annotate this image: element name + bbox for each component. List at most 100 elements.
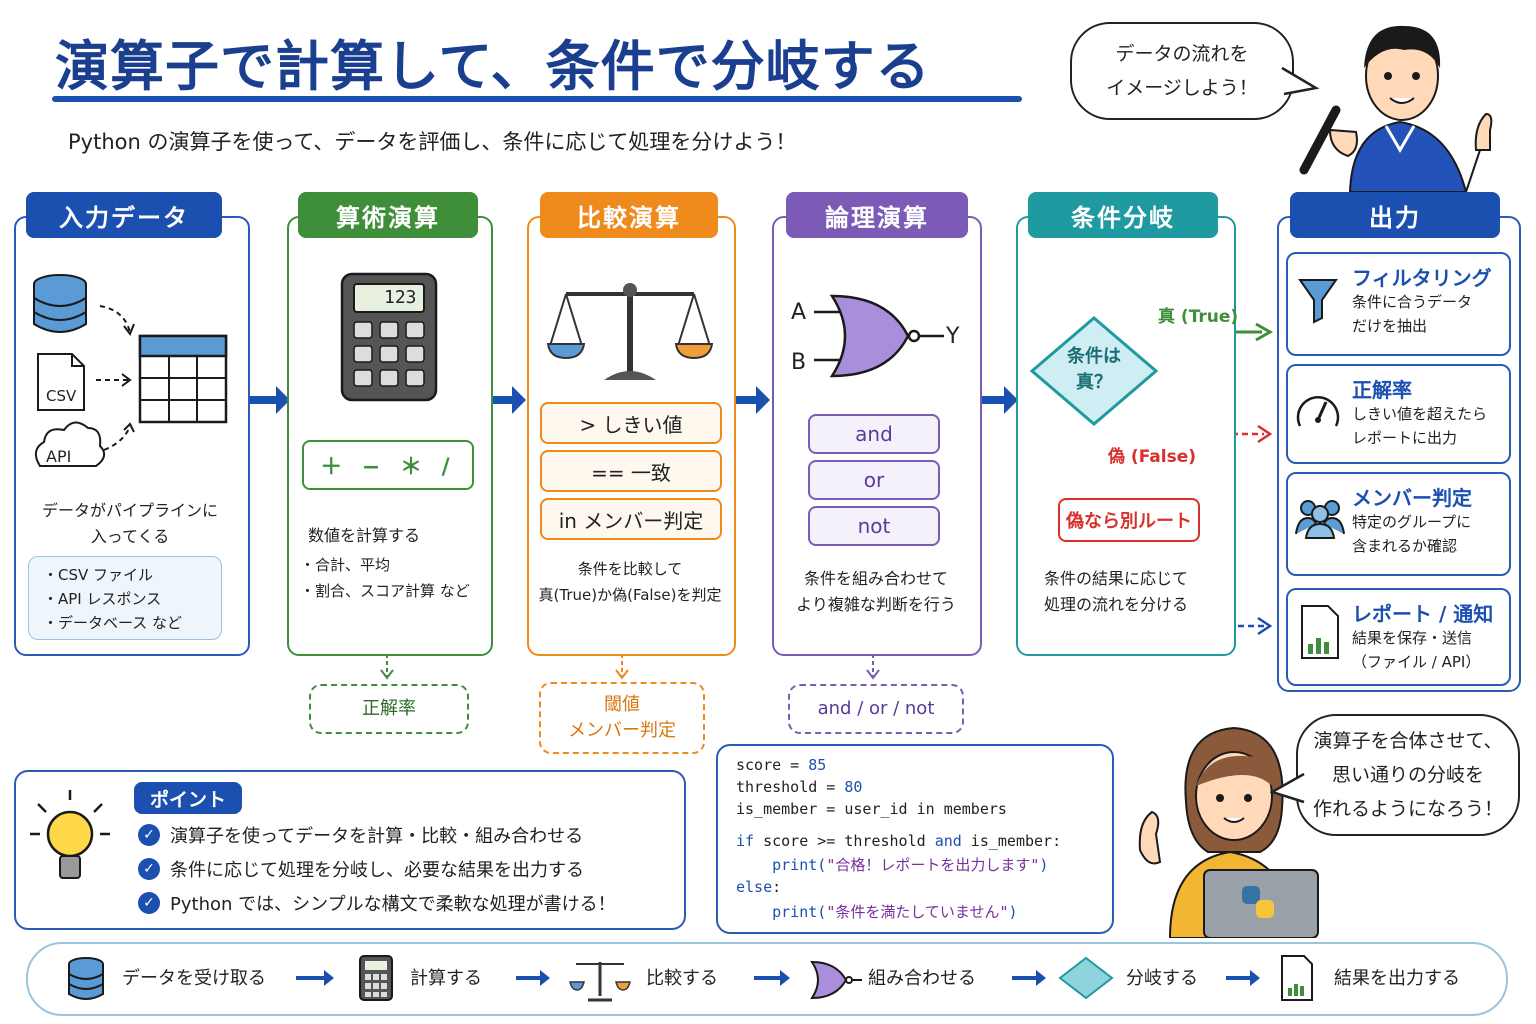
summary-flow-icons (68, 955, 1313, 1002)
summary-step-2: 計算する (410, 968, 482, 989)
branch-true-label: 真 (True) (1158, 307, 1239, 327)
code-line-7: print("条件を満たしていません") (736, 903, 1018, 921)
bubble-top-line-1: データの流れを (1115, 43, 1249, 65)
point-tag: ポイント (134, 782, 242, 814)
csv-label: CSV (46, 387, 77, 405)
output-title: レポート / 通知 (1352, 602, 1494, 626)
logic-description: 条件を組み合わせてより複雑な判断を行う (796, 569, 956, 614)
speech-bubble-bottom: 演算子を合体させて、 思い通りの分岐を 作れるようになろう！ (1296, 714, 1520, 836)
decision-question: 条件は真？ (1067, 346, 1121, 393)
decision-diamond-icon (1030, 316, 1158, 426)
csv-file-icon (37, 353, 85, 411)
logic-gate-icon (814, 294, 944, 378)
logic-pill-and: and (808, 414, 940, 454)
branch-description: 条件の結果に応じて処理の流れを分ける (1043, 569, 1188, 614)
arrow-right-2 (490, 386, 526, 414)
calculator-icon (359, 955, 393, 1001)
bubble-top-line-2: イメージしよう！ (1106, 77, 1258, 99)
output-title: メンバー判定 (1352, 486, 1472, 510)
logic-gate-icon (810, 960, 862, 1000)
output-description: 特定のグループに含まれるか確認 (1352, 513, 1472, 555)
output-card-report: レポート / 通知 結果を保存・送信（ファイル / API） (1286, 588, 1511, 686)
stage-input-title: 入力データ (26, 192, 222, 238)
output-description: 条件に合うデータだけを抽出 (1352, 293, 1473, 335)
arrow-right-4 (980, 386, 1018, 414)
summary-step-4: 組み合わせる (868, 968, 976, 989)
input-source-list: ・CSV ファイル・API レスポンス・データベース など (28, 556, 222, 640)
summary-arrows (296, 970, 1260, 986)
stage-logic-title: 論理演算 (786, 192, 968, 238)
bubble-bottom-tail (1270, 772, 1305, 804)
bubble-bottom-line-1: 演算子を合体させて、 (1313, 730, 1503, 752)
python-logo-icon (1242, 886, 1274, 918)
output-card-membership: メンバー判定 特定のグループに含まれるか確認 (1286, 472, 1511, 576)
database-icon (33, 274, 87, 333)
point-item-2: ✓条件に応じて処理を分岐し、必要な結果を出力する (138, 856, 584, 882)
output-description: しきい値を超えたらレポートに出力 (1352, 405, 1488, 447)
compare-pill-threshold: > しきい値 (540, 402, 722, 444)
code-example: score = 85 threshold = 80 is_member = us… (716, 744, 1114, 934)
false-route-box: 偽なら別ルート (1058, 498, 1200, 542)
report-document-icon (1301, 605, 1339, 659)
stage-output-title: 出力 (1290, 192, 1500, 238)
compare-pill-equal: == 一致 (540, 450, 722, 492)
point-box (14, 770, 686, 930)
page-title: 演算子で計算して、条件で分岐する (55, 35, 931, 98)
output-card-accuracy: 正解率 しきい値を超えたらレポートに出力 (1286, 364, 1511, 464)
logic-pill-or: or (808, 460, 940, 500)
check-icon: ✓ (138, 892, 160, 914)
summary-step-5: 分岐する (1126, 968, 1198, 989)
check-icon: ✓ (138, 858, 160, 880)
output-description: 結果を保存・送信（ファイル / API） (1352, 629, 1481, 671)
code-line-5: print("合格！レポートを出力します") (736, 856, 1049, 874)
title-underline (52, 96, 1022, 102)
page-subtitle: Python の演算子を使って、データを評価し、条件に応じて処理を分けよう！ (68, 130, 797, 154)
gauge-icon (1296, 396, 1340, 427)
cloud-api-icon (34, 421, 106, 467)
output-title: フィルタリング (1352, 266, 1492, 290)
input-description: データがパイプラインに入ってくる (41, 501, 218, 546)
boy-character-icon (1299, 25, 1493, 192)
arrow-right-3 (734, 386, 770, 414)
stage-branch (1016, 216, 1236, 656)
calculator-icon (340, 272, 438, 402)
decision-diamond-icon (1058, 956, 1114, 1000)
stage-branch-title: 条件分岐 (1028, 192, 1218, 238)
balance-scale-icon (569, 962, 631, 1002)
logic-example-box: and / or / not (788, 684, 964, 734)
funnel-icon (1298, 279, 1338, 324)
summary-step-6: 結果を出力する (1334, 968, 1460, 989)
check-icon: ✓ (138, 824, 160, 846)
summary-step-1: データを受け取る (122, 968, 266, 989)
arithmetic-description: 数値を計算する (308, 526, 421, 545)
arrow-right-1 (250, 386, 290, 414)
code-line-2: threshold = 80 (736, 778, 863, 796)
summary-step-3: 比較する (646, 968, 718, 989)
compare-description: 条件を比較して真(True)か偽(False)を判定 (538, 560, 722, 604)
stage-arithmetic-title: 算術演算 (298, 192, 478, 238)
arithmetic-operators: ＋ − ＊ / (302, 440, 474, 490)
calculator-display: 123 (384, 287, 417, 308)
girl-with-laptop-icon (1138, 726, 1319, 938)
code-line-6: else: (736, 878, 782, 896)
speech-bubble-top: データの流れを イメージしよう！ (1070, 22, 1294, 120)
input-sources-illustration (33, 274, 228, 467)
output-card-filtering: フィルタリング 条件に合うデータだけを抽出 (1286, 252, 1511, 356)
gate-output-y: Y (946, 324, 960, 349)
branch-false-label: 偽 (False) (1108, 447, 1197, 467)
api-label: API (46, 447, 72, 466)
table-icon (138, 334, 228, 424)
bubble-bottom-line-3: 作れるようになろう！ (1312, 798, 1503, 820)
point-item-3: ✓Python では、シンプルな構文で柔軟な処理が書ける！ (138, 890, 616, 916)
output-title: 正解率 (1352, 378, 1412, 402)
compare-example-box: 閾値メンバー判定 (539, 682, 705, 754)
arithmetic-list: ・合計、平均・割合、スコア計算 など (300, 556, 470, 600)
group-icon (1295, 500, 1345, 539)
report-document-icon (1281, 955, 1313, 1001)
bubble-top-tail (1281, 66, 1320, 96)
arithmetic-example-box: 正解率 (309, 684, 469, 734)
lightbulb-icon (30, 790, 110, 879)
database-icon (68, 957, 104, 1000)
gate-input-a: A (791, 300, 807, 325)
code-line-4: if score >= threshold and is_member: (736, 832, 1062, 850)
